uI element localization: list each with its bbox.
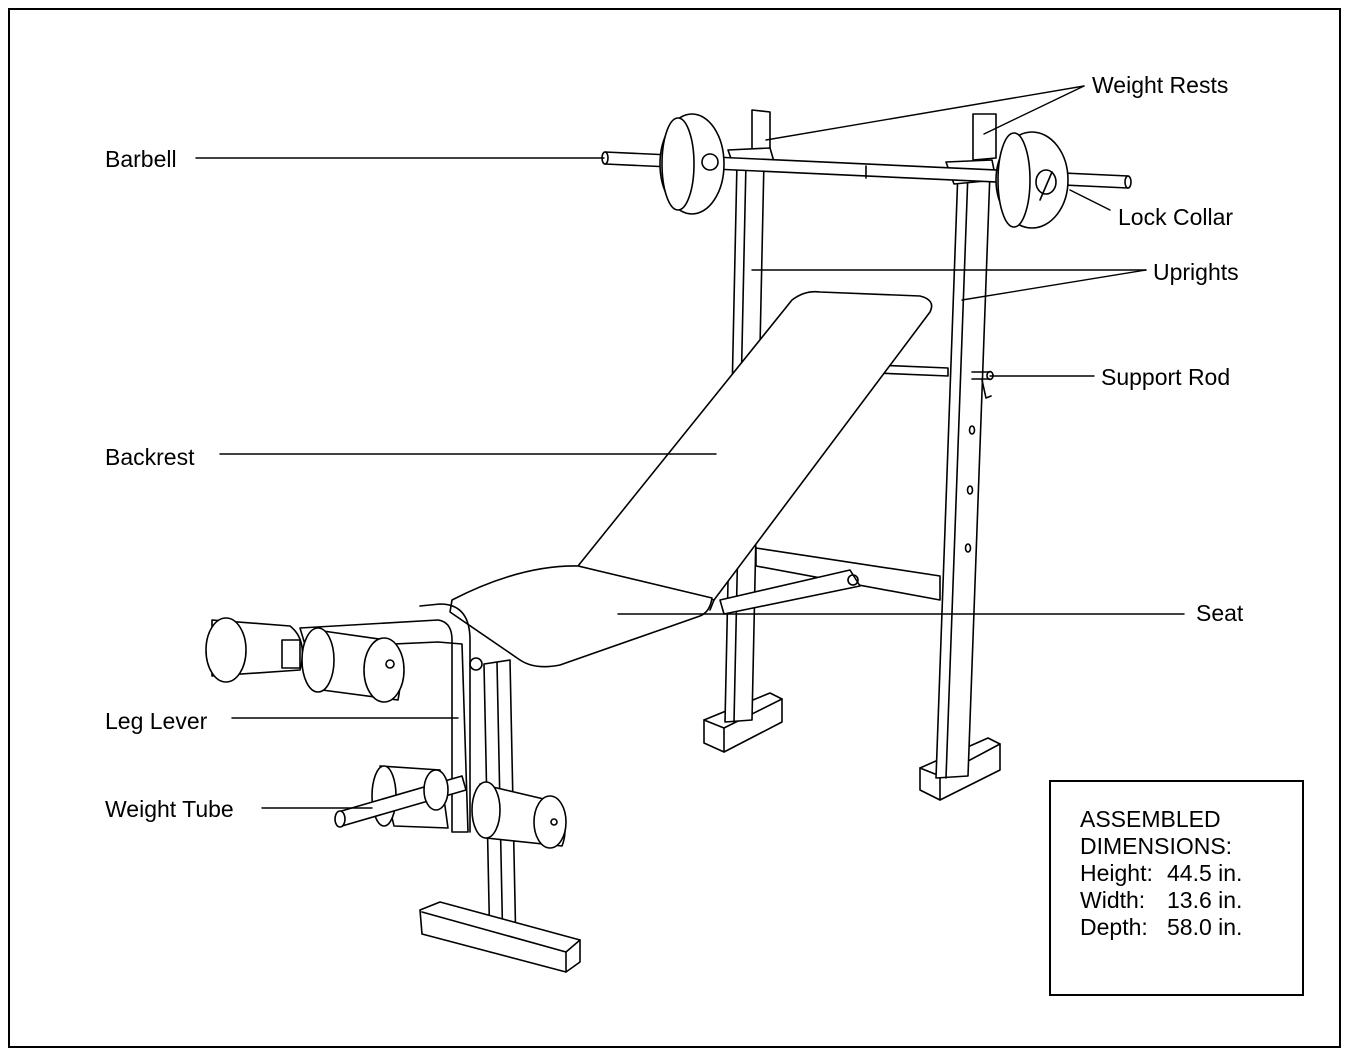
right-upright <box>935 169 991 779</box>
lower-crossbar <box>719 547 941 615</box>
seat-pad <box>449 565 713 668</box>
dimension-label: Height: <box>1080 860 1153 886</box>
dimension-row-width: Width: 13.6 in. <box>1080 887 1302 914</box>
front-foot <box>419 901 581 973</box>
barbell-plates-right <box>995 131 1069 229</box>
support-rod <box>971 370 994 399</box>
backrest-pad <box>577 290 933 611</box>
weight-rests-leader-left <box>765 85 1085 141</box>
barbell-plates-left <box>659 113 725 215</box>
dimension-row-depth: Depth: 58.0 in. <box>1080 914 1302 941</box>
weight-rests-leader-right <box>983 85 1085 135</box>
label-backrest: Backrest <box>105 444 195 470</box>
dimension-value: 44.5 in. <box>1167 860 1243 886</box>
label-seat: Seat <box>1196 600 1244 626</box>
left-upright-foot <box>703 692 783 753</box>
lock-collar-leader <box>1069 189 1111 211</box>
label-barbell: Barbell <box>105 146 177 172</box>
label-uprights: Uprights <box>1153 259 1239 285</box>
label-support-rod: Support Rod <box>1101 364 1231 390</box>
label-weight-tube: Weight Tube <box>105 796 234 822</box>
leader-lines <box>195 85 1185 809</box>
label-leg-lever: Leg Lever <box>105 708 208 734</box>
upper-roller-right <box>301 627 405 703</box>
uprights-leader-right <box>961 269 1147 301</box>
lower-roller-right <box>471 781 567 849</box>
dimension-value: 13.6 in. <box>1167 887 1243 913</box>
dimensions-title-line1: ASSEMBLED <box>1080 806 1221 832</box>
upper-roller-left <box>205 617 304 683</box>
dimensions-title-line2: DIMENSIONS: <box>1080 833 1233 859</box>
dimension-label: Width: <box>1080 887 1146 913</box>
label-weight-rests: Weight Rests <box>1092 72 1229 98</box>
dimension-value: 58.0 in. <box>1167 914 1243 940</box>
assembled-dimensions-box: ASSEMBLED DIMENSIONS: Height: 44.5 in. Wi… <box>1049 780 1304 996</box>
dimension-row-height: Height: 44.5 in. <box>1080 860 1302 887</box>
weight-tube <box>334 769 467 828</box>
label-lock-collar: Lock Collar <box>1118 204 1234 230</box>
dimension-label: Depth: <box>1080 914 1148 940</box>
